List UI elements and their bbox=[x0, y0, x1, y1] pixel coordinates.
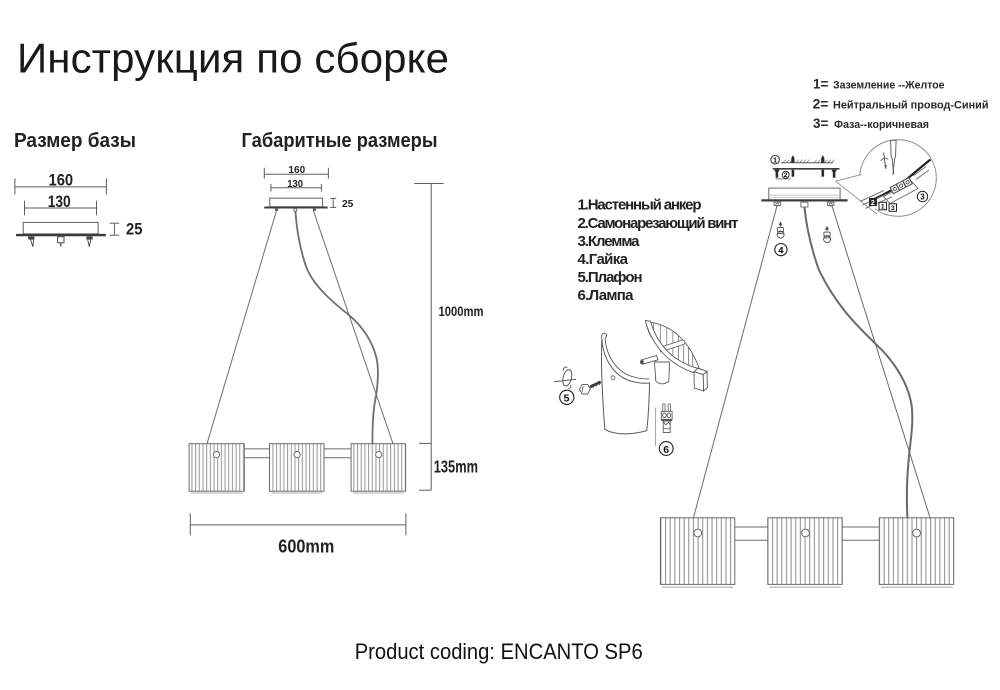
svg-text:Инструкция по сборке: Инструкция по сборке bbox=[17, 35, 449, 82]
svg-text:160: 160 bbox=[49, 172, 74, 190]
svg-text:3=: 3= bbox=[813, 115, 828, 131]
svg-text:6: 6 bbox=[663, 444, 669, 456]
svg-text:135mm: 135mm bbox=[434, 456, 478, 476]
svg-text:1.Настенный анкер: 1.Настенный анкер bbox=[578, 197, 702, 214]
svg-text:Нейтральный провод-Синий: Нейтральный провод-Синий bbox=[833, 99, 989, 111]
svg-text:2: 2 bbox=[871, 200, 875, 207]
svg-text:2: 2 bbox=[784, 172, 788, 179]
svg-text:1: 1 bbox=[881, 204, 885, 211]
svg-text:Заземление --Желтое: Заземление --Желтое bbox=[833, 80, 945, 92]
svg-text:5.Плафон: 5.Плафон bbox=[578, 269, 643, 286]
svg-text:3: 3 bbox=[891, 205, 895, 212]
svg-text:2.Самонарезающий винт: 2.Самонарезающий винт bbox=[578, 215, 739, 232]
svg-text:130: 130 bbox=[287, 179, 303, 190]
svg-text:1=: 1= bbox=[813, 76, 828, 92]
svg-text:1000mm: 1000mm bbox=[439, 304, 484, 319]
svg-text:Габаритные размеры: Габаритные размеры bbox=[242, 130, 438, 152]
svg-text:25: 25 bbox=[126, 220, 142, 238]
svg-text:25: 25 bbox=[342, 199, 354, 210]
svg-text:3: 3 bbox=[920, 193, 925, 202]
svg-text:Фаза--коричневая: Фаза--коричневая bbox=[834, 119, 929, 131]
svg-text:1: 1 bbox=[773, 155, 777, 164]
svg-text:5: 5 bbox=[564, 393, 570, 405]
svg-text:4.Гайка: 4.Гайка bbox=[578, 251, 629, 268]
svg-text:3.Клемма: 3.Клемма bbox=[578, 233, 641, 250]
svg-text:Product coding: ENCANTO SP6: Product coding: ENCANTO SP6 bbox=[355, 639, 643, 664]
svg-text:600mm: 600mm bbox=[278, 537, 334, 557]
svg-text:2=: 2= bbox=[813, 95, 829, 111]
svg-text:6.Лампа: 6.Лампа bbox=[578, 287, 635, 304]
svg-text:Размер базы: Размер базы bbox=[14, 130, 136, 152]
svg-text:160: 160 bbox=[288, 165, 305, 176]
svg-text:130: 130 bbox=[48, 193, 71, 211]
svg-text:4: 4 bbox=[778, 246, 784, 257]
